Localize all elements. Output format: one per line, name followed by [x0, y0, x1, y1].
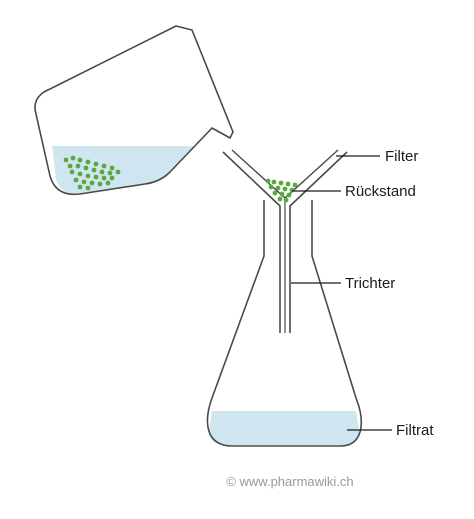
label-residue: Rückstand [345, 183, 416, 200]
particle [268, 184, 274, 190]
particle [282, 186, 288, 192]
flask-outline [206, 200, 363, 447]
funnel [222, 149, 348, 333]
particle [93, 161, 99, 167]
particle [73, 177, 79, 183]
particle [105, 180, 111, 186]
particle [101, 175, 107, 181]
particle [77, 171, 83, 177]
copyright: © www.pharmawiki.ch [226, 474, 353, 489]
flask [206, 200, 363, 447]
particle [109, 165, 115, 171]
particle [70, 155, 76, 161]
particle [272, 190, 278, 196]
particle [77, 157, 83, 163]
beaker-outline [34, 25, 234, 196]
particle [77, 184, 83, 190]
particle [289, 187, 295, 193]
particle [271, 179, 277, 185]
label-filtrate: Filtrat [396, 422, 434, 439]
particle [91, 167, 97, 173]
funnel-outer-right [289, 151, 348, 333]
particle [292, 182, 298, 188]
particle [81, 179, 87, 185]
particle [97, 181, 103, 187]
particle [107, 170, 113, 176]
particle [63, 157, 69, 163]
beaker-particles [63, 155, 121, 191]
particle [109, 175, 115, 181]
particle [279, 191, 285, 197]
particle [75, 163, 81, 169]
particle [85, 173, 91, 179]
particle [285, 181, 291, 187]
particle [101, 163, 107, 169]
particle [85, 159, 91, 165]
particle [69, 169, 75, 175]
particle [278, 180, 284, 186]
label-funnel: Trichter [345, 275, 395, 292]
beaker-liquid [52, 146, 196, 195]
funnel-outer-left [222, 151, 281, 333]
particle [99, 169, 105, 175]
particle [89, 180, 95, 186]
particle [115, 169, 121, 175]
particle [85, 185, 91, 191]
label-filter: Filter [385, 148, 418, 165]
particle [283, 197, 289, 203]
particle [83, 165, 89, 171]
particle [265, 178, 271, 184]
particle [275, 185, 281, 191]
particle [93, 174, 99, 180]
flask-filtrate [208, 411, 360, 445]
particle [277, 196, 283, 202]
particle [286, 192, 292, 198]
beaker [34, 25, 234, 196]
particle [67, 163, 73, 169]
